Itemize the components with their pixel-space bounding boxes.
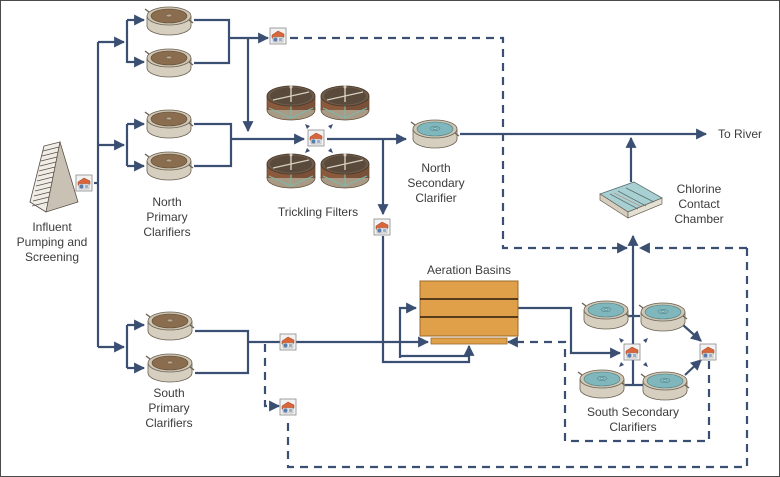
primary-clarifier-icon: [144, 151, 194, 181]
south-secondary-label: South Secondary Clarifiers: [587, 405, 679, 434]
south-secondary-label-line2: Clarifiers: [609, 420, 656, 434]
secondary-clarifier-icon: [638, 302, 688, 332]
pump-station-icon: [373, 218, 391, 236]
to-river-label: To River: [718, 127, 762, 141]
primary-clarifier-icon: [145, 353, 195, 383]
chlorine-label-line3: Chamber: [674, 212, 723, 226]
influent-label-line2: Pumping and: [17, 235, 88, 249]
north-primary-label-line2: Primary: [146, 210, 187, 224]
pump-station-icon: [699, 343, 717, 361]
north-primary-label: North Primary Clarifiers: [143, 195, 190, 239]
flow-bypass-to-basin: [398, 302, 418, 358]
secondary-clarifier-icon: [410, 119, 460, 149]
flow-aeration-out: [518, 306, 622, 359]
north-secondary-label-line1: North: [421, 161, 450, 175]
pump-station-icon: [279, 398, 297, 416]
south-primary-label: South Primary Clarifiers: [145, 386, 192, 430]
north-secondary-label-line3: Clarifier: [415, 191, 456, 205]
south-primary-label-line2: Primary: [148, 401, 189, 415]
south-primary-label-line3: Clarifiers: [145, 416, 192, 430]
primary-clarifier-icon: [144, 48, 194, 78]
dash-right-outer: [286, 248, 749, 469]
influent-label-line3: Screening: [25, 250, 79, 264]
dash-ras-loop: [506, 336, 711, 443]
flow-np1-out: [194, 18, 231, 65]
trickling-filter-icon: [266, 84, 316, 121]
pump-station-icon: [75, 174, 93, 192]
trickling-filters-label: Trickling Filters: [278, 205, 358, 219]
influent-label-line1: Influent: [32, 220, 72, 234]
south-secondary-distribution-arrows: [619, 338, 648, 367]
flow-npl-out: [194, 122, 233, 168]
chlorine-label-line1: Chlorine: [677, 182, 722, 196]
pump-station-icon: [307, 129, 325, 147]
primary-clarifier-icon: [145, 311, 195, 341]
primary-clarifier-icon: [144, 109, 194, 139]
pump-station-icon: [269, 27, 287, 45]
screening-icon: [29, 140, 79, 213]
dash-south-primary-sludge: [263, 344, 281, 412]
aeration-basin-icon: [419, 280, 519, 345]
south-secondary-label-line1: South Secondary: [587, 405, 679, 419]
flow-ss-right-out-up: [682, 324, 702, 342]
north-primary-label-line3: Clarifiers: [143, 225, 190, 239]
aeration-basins-label: Aeration Basins: [427, 263, 511, 277]
primary-clarifier-icon: [144, 6, 194, 36]
trickling-filter-icon: [266, 152, 316, 189]
flow-pump-to-aeration: [381, 236, 475, 364]
pump-station-icon: [623, 343, 641, 361]
secondary-clarifier-icon: [640, 371, 690, 401]
chlorine-label-line2: Contact: [678, 197, 720, 211]
process-flow-lines: [94, 14, 708, 387]
north-secondary-label: North Secondary Clarifier: [407, 161, 464, 205]
chlorine-label: Chlorine Contact Chamber: [674, 182, 723, 226]
trickling-filter-icon: [320, 84, 370, 121]
flow-sp-out: [195, 329, 250, 375]
sludge-return-lines: [263, 36, 749, 469]
influent-label: Influent Pumping and Screening: [17, 220, 88, 264]
south-primary-label-line1: South: [153, 386, 184, 400]
north-secondary-label-line2: Secondary: [407, 176, 464, 190]
trickling-filter-icon: [320, 152, 370, 189]
north-primary-label-line1: North: [152, 195, 181, 209]
secondary-clarifier-icon: [581, 300, 631, 330]
secondary-clarifier-icon: [577, 369, 627, 399]
pump-station-icon: [279, 333, 297, 351]
trickling-distribution-arrows: [305, 124, 333, 153]
chlorine-chamber-icon: [599, 181, 663, 219]
flow-ss-right-out-dn: [684, 359, 702, 376]
